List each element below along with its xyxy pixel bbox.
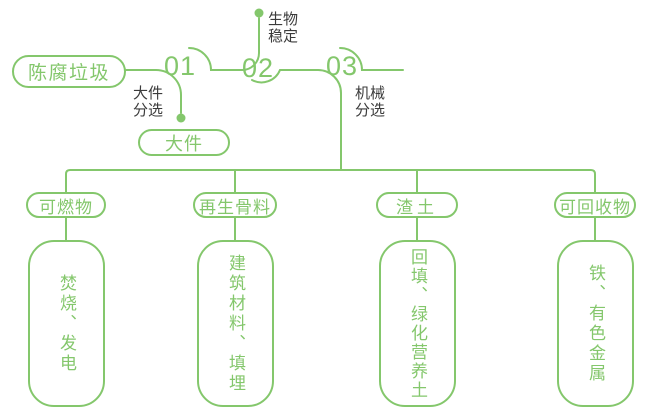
connector-distribution-bar <box>65 169 596 193</box>
disposal-box-recycled-aggregate: 建筑材料、填埋 <box>197 240 274 407</box>
connector-02-to-03 <box>251 69 319 84</box>
bulky-branch-dot <box>176 113 186 123</box>
step-01-label: 大件 分选 <box>133 85 164 119</box>
connector-03-down <box>317 69 342 171</box>
category-pill-combustible: 可燃物 <box>26 192 106 218</box>
category-label: 渣土 <box>396 197 438 217</box>
step-03-label: 机械 分选 <box>355 85 386 119</box>
disposal-box-combustible: 焚烧、发电 <box>28 240 105 407</box>
connector-01-to-02 <box>188 47 243 71</box>
disposal-box-muck: 回填、绿化营养土 <box>379 240 456 407</box>
disposal-box-recyclable: 铁、有色金属 <box>557 240 634 407</box>
step-02-number: 02 <box>241 53 275 83</box>
connector-02-to-bio-stabilize <box>241 17 260 71</box>
category-pill-recyclable: 可回收物 <box>554 192 636 218</box>
category-label: 可燃物 <box>39 197 93 217</box>
disposal-text: 回填、绿化营养土 <box>408 247 427 400</box>
disposal-text: 建筑材料、填埋 <box>226 253 245 394</box>
source-node: 陈腐垃圾 <box>12 55 126 88</box>
step-01-number: 01 <box>163 51 197 81</box>
disposal-text: 铁、有色金属 <box>586 263 605 384</box>
source-label: 陈腐垃圾 <box>27 63 110 84</box>
category-pill-muck: 渣土 <box>376 192 458 218</box>
connector-source-to-01-and-bulky <box>125 69 182 114</box>
category-label: 再生骨料 <box>199 197 271 217</box>
connector-03-exit <box>339 47 404 71</box>
step-02-label: 生物 稳定 <box>268 11 299 45</box>
bulky-output-node: 大件 <box>138 129 230 156</box>
bulky-output-label: 大件 <box>165 133 203 154</box>
bio-branch-dot <box>254 8 264 18</box>
step-03-number: 03 <box>325 51 359 81</box>
disposal-text: 焚烧、发电 <box>57 273 76 374</box>
category-pill-recycled-aggregate: 再生骨料 <box>193 192 277 218</box>
category-label: 可回收物 <box>559 197 631 217</box>
